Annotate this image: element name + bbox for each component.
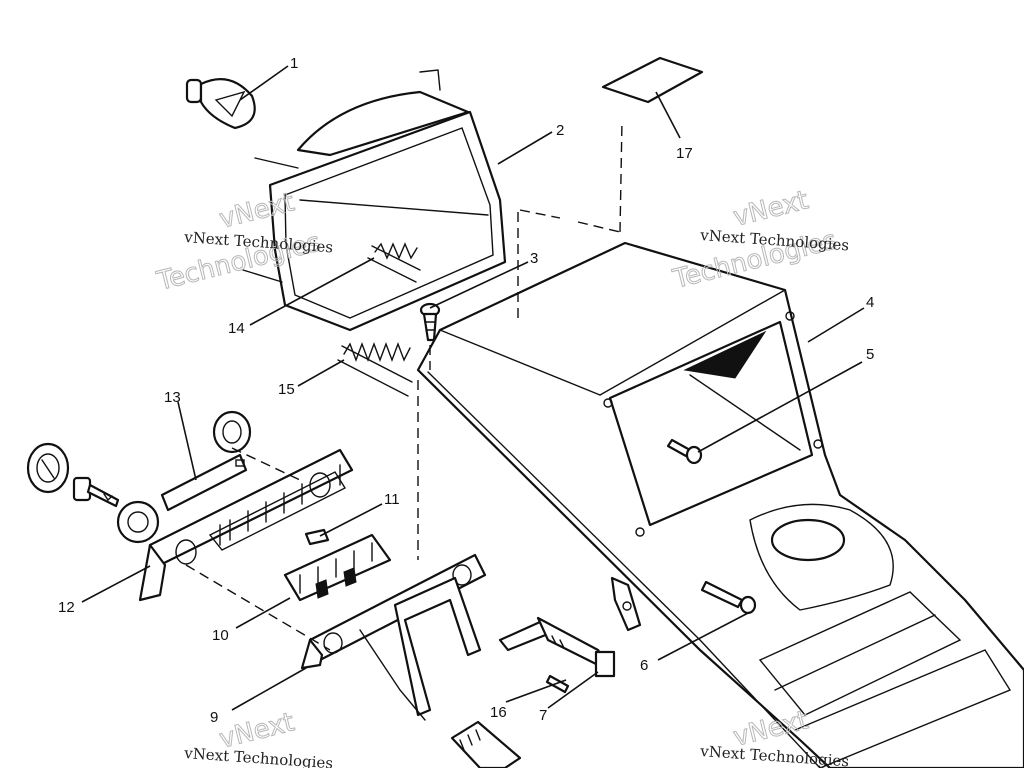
part-17-decal (601, 56, 704, 104)
part-5-screw (666, 438, 703, 465)
watermark-bottom-left: vNext vNext Technologies (183, 707, 334, 768)
callout-2: 2 (556, 122, 564, 139)
callout-1: 1 (290, 55, 298, 72)
callout-10: 10 (212, 627, 229, 644)
callout-5: 5 (866, 346, 874, 363)
callout-4: 4 (866, 294, 874, 311)
callout-7: 7 (539, 707, 547, 724)
part-3-screw (419, 302, 441, 342)
callout-17: 17 (676, 145, 693, 162)
bezel-ring (212, 410, 252, 454)
part-2-headlight-housing (242, 69, 507, 332)
leader-lines (81, 65, 865, 711)
part-13-plate (160, 453, 248, 512)
watermark-line: vNext Technologies (183, 744, 334, 768)
part-16-screw (545, 674, 570, 694)
callout-13: 13 (164, 389, 181, 406)
grommet (116, 500, 160, 544)
part-10-switch-block (283, 533, 392, 602)
part-6-screw (700, 580, 757, 615)
callout-16: 16 (490, 704, 507, 721)
callout-11: 11 (384, 491, 400, 508)
part-12-switch-panel (138, 448, 354, 602)
part-11-pin (304, 528, 330, 546)
callout-12: 12 (58, 599, 75, 616)
callout-labels: 1 2 3 4 5 6 7 9 10 11 12 13 14 15 16 17 (58, 55, 874, 726)
part-4-console-housing (416, 241, 1024, 768)
callout-6: 6 (640, 657, 648, 674)
part-14-spring (367, 242, 421, 283)
part-9-bracket (300, 553, 487, 721)
part-1-bulb (185, 78, 256, 130)
callout-3: 3 (530, 250, 538, 267)
watermark-top-right: vNext Technologies vNext Technologies (669, 185, 850, 296)
callout-14: 14 (228, 320, 245, 337)
key (72, 476, 120, 508)
callout-9: 9 (210, 709, 218, 726)
watermark-word-1: vNext (730, 185, 811, 232)
part-15-spring (337, 342, 413, 397)
callout-15: 15 (278, 381, 295, 398)
ignition-switch (26, 442, 70, 494)
assembly-lines (185, 119, 623, 651)
part-7-toggle-switch (498, 616, 616, 678)
cable-connector (450, 720, 522, 768)
